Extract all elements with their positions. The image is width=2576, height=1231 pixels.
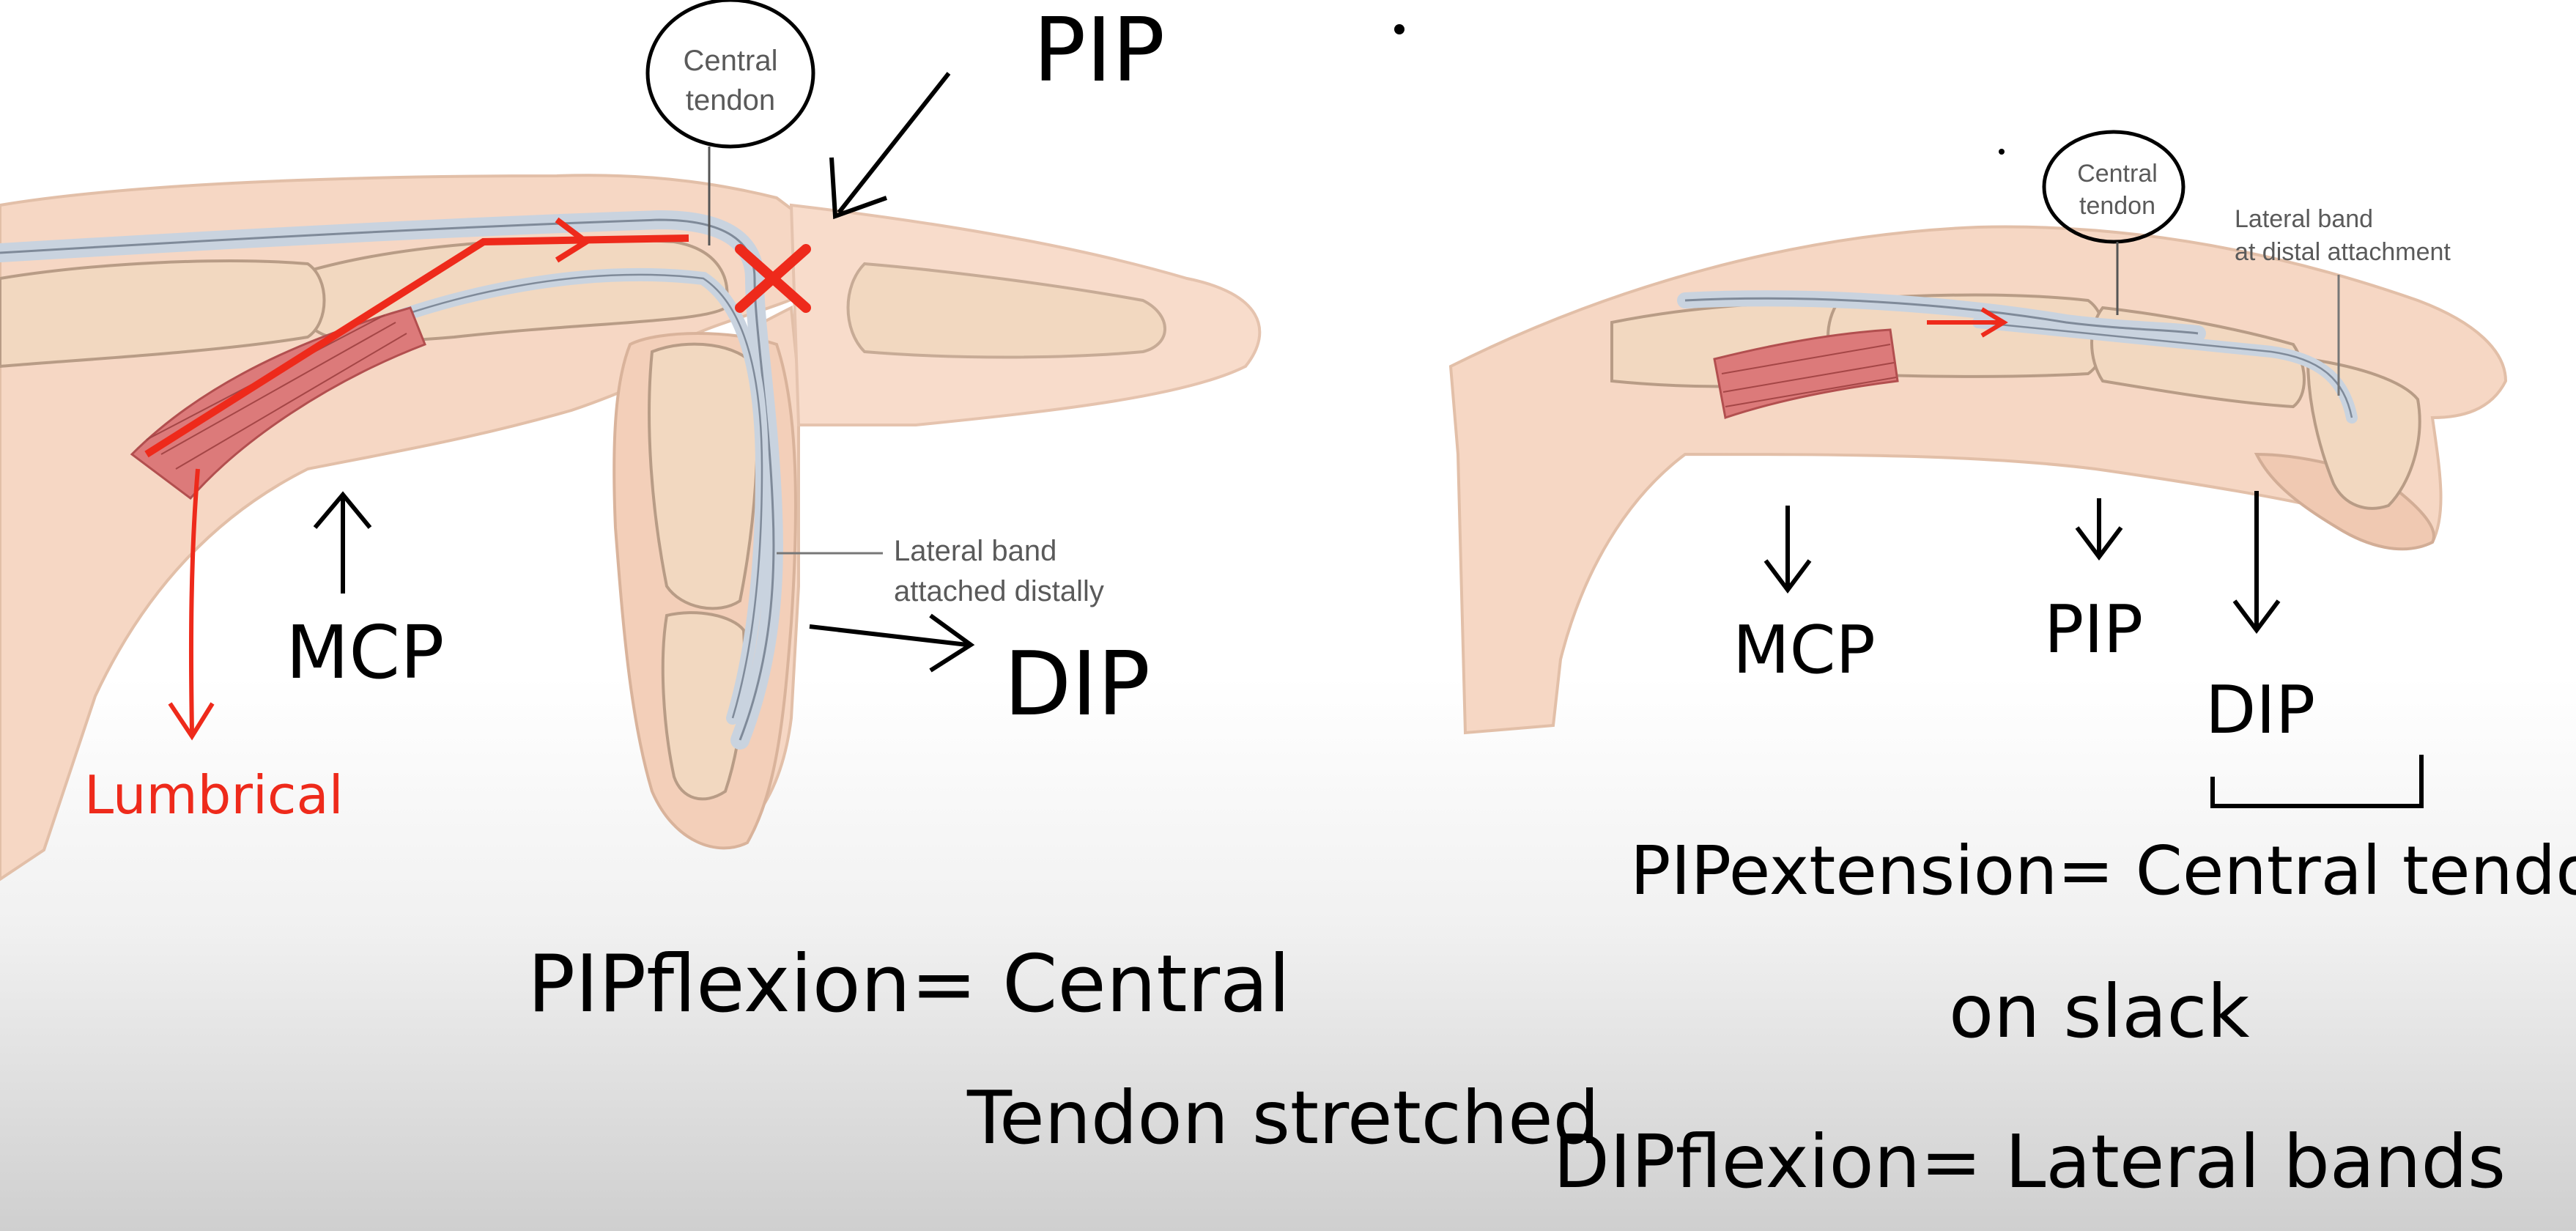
left-pip-arrow (837, 72, 951, 214)
right-lateral-band-outline (1977, 321, 2353, 418)
right-pip-label: PIP (2044, 591, 2143, 668)
left-finger-illustration: Central tendon PIP Lateral band attached… (0, 0, 1262, 881)
left-red-pull-line (144, 234, 689, 458)
right-lumbrical-fibers (1721, 344, 1897, 407)
right-central-tendon-label-1: Central (2077, 160, 2158, 188)
right-caption1-line-1: PIPextension= Central tendon (1630, 832, 2576, 910)
stray-dot-1 (1394, 24, 1404, 34)
right-dip-arrowhead (2232, 599, 2281, 634)
right-finger-illustration: Central tendon Lateral band at distal at… (1448, 130, 2508, 808)
right-mcp-arrowhead (1763, 559, 1812, 594)
left-central-tendon-label-1: Central (684, 45, 778, 77)
left-pip-x-mark (735, 244, 811, 313)
right-dip-bracket (2210, 755, 2424, 808)
right-lateral-band-label-2: at distal attachment (2235, 238, 2451, 266)
left-lumbrical-label: Lumbrical (84, 764, 344, 826)
left-dip-label: DIP (1004, 634, 1150, 736)
right-distal-phalanx (2306, 357, 2421, 510)
left-red-pull-arrowhead (555, 217, 592, 263)
right-red-pull-arrowhead (1980, 307, 2008, 338)
left-dip-arrowhead (929, 613, 975, 673)
left-lateral-band-outline (329, 273, 763, 719)
left-adjacent-bones (846, 262, 1166, 359)
captions: PIPflexion= Central Tendon stretched PIP… (528, 832, 2576, 1205)
right-pip-arrowhead (2075, 526, 2123, 561)
right-caption2: DIPflexion= Lateral bands (1553, 1119, 2506, 1205)
stray-dot-2 (1999, 149, 2005, 155)
left-mcp-arrowhead (313, 491, 372, 529)
left-lumbrical-muscle (130, 306, 426, 500)
left-distal-phalanx (661, 611, 747, 801)
left-middle-phalanx (648, 342, 759, 610)
left-mcp-label: MCP (286, 610, 444, 695)
left-lateral-band-label-2: attached distally (894, 575, 1104, 607)
left-lumbrical-down-arrowhead (168, 702, 215, 741)
right-central-tendon-circle (2042, 130, 2185, 244)
right-dip-label: DIP (2205, 672, 2315, 749)
right-central-tendon-label-2: tendon (2079, 192, 2155, 220)
left-lateral-band-label-1: Lateral band (894, 535, 1056, 567)
left-central-tendon-label-2: tendon (686, 84, 775, 117)
right-mcp-label: MCP (1733, 612, 1876, 689)
left-caption-line-1: PIPflexion= Central (528, 939, 1290, 1030)
right-caption1-line-2: on slack (1949, 969, 2249, 1054)
left-pip-arrowhead (829, 157, 888, 220)
left-central-tendon-circle (645, 0, 815, 149)
left-metacarpal (0, 259, 326, 369)
right-lateral-band-label-1: Lateral band (2235, 205, 2373, 233)
left-caption-line-2: Tendon stretched (966, 1075, 1599, 1161)
left-pip-label: PIP (1033, 0, 1165, 102)
right-extensor-tendon-outline (1684, 297, 2199, 335)
left-lumbrical-pull-arrow (188, 468, 200, 733)
left-dip-arrow (809, 624, 968, 647)
